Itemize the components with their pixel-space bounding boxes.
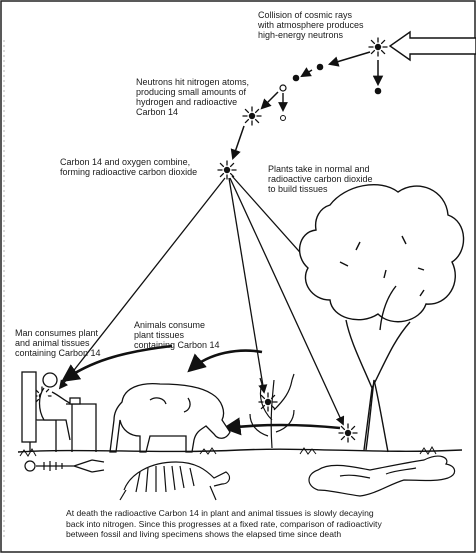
label-neutrons: Neutrons hit nitrogen atoms, producing s… — [136, 77, 296, 117]
animal-skeleton-illustration — [120, 462, 229, 500]
label-carbon-dioxide: Carbon 14 and oxygen combine, forming ra… — [60, 157, 240, 177]
ground-line — [18, 449, 462, 452]
starburst-icon — [369, 38, 387, 56]
label-cosmic-rays: Collision of cosmic rays with atmosphere… — [258, 10, 418, 40]
label-plants: Plants take in normal and radioactive ca… — [268, 164, 438, 194]
plant-illustration — [250, 374, 294, 448]
human-skeleton-illustration — [25, 460, 104, 472]
man-illustration — [22, 372, 96, 452]
co2-lines — [60, 176, 343, 424]
tree-illustration — [300, 185, 464, 452]
label-animals: Animals consume plant tissues containing… — [134, 320, 244, 350]
label-man: Man consumes plant and animal tissues co… — [15, 328, 115, 358]
label-death-decay: At death the radioactive Carbon 14 in pl… — [66, 508, 446, 540]
fossil-log-illustration — [309, 456, 455, 496]
starburst-icon — [339, 424, 357, 442]
cow-illustration — [110, 384, 230, 452]
